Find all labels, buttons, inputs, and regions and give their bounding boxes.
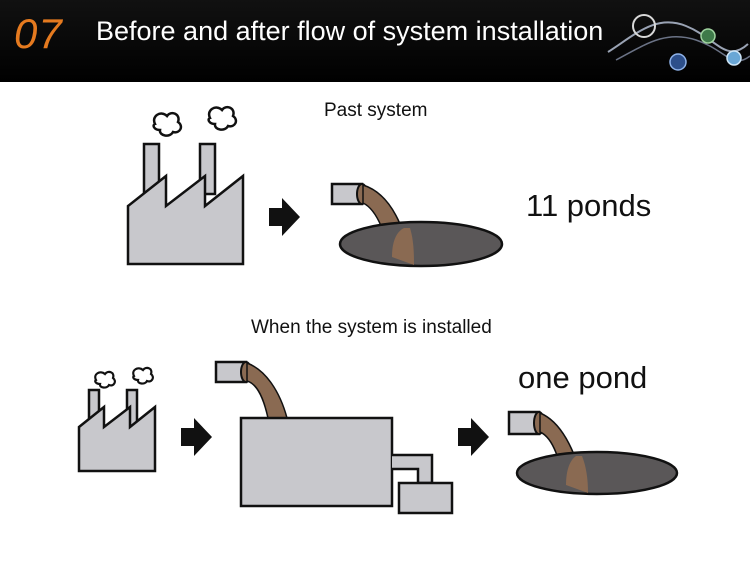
arrow-right-icon bbox=[269, 198, 300, 236]
decorative-swirl-icon bbox=[607, 14, 750, 71]
factory-icon bbox=[126, 105, 245, 266]
installed-result-label: one pond bbox=[518, 360, 648, 395]
header-bar: 07 Before and after flow of system insta… bbox=[0, 0, 750, 82]
diagram-graphics bbox=[77, 105, 679, 515]
slide-number: 07 bbox=[14, 10, 63, 57]
pond-icon bbox=[515, 450, 679, 496]
past-result-label: 11 ponds bbox=[526, 188, 652, 223]
arrow-right-icon bbox=[458, 418, 489, 456]
treatment-tank-icon bbox=[214, 360, 454, 515]
pond-icon bbox=[338, 220, 504, 268]
slide-title: Before and after flow of system installa… bbox=[96, 16, 604, 46]
arrow-right-icon bbox=[181, 418, 212, 456]
factory-icon bbox=[77, 366, 157, 473]
past-system-label: Past system bbox=[324, 100, 428, 121]
flow-diagram: Past system 11 ponds When the system is … bbox=[0, 82, 750, 563]
installed-system-label: When the system is installed bbox=[251, 317, 492, 338]
